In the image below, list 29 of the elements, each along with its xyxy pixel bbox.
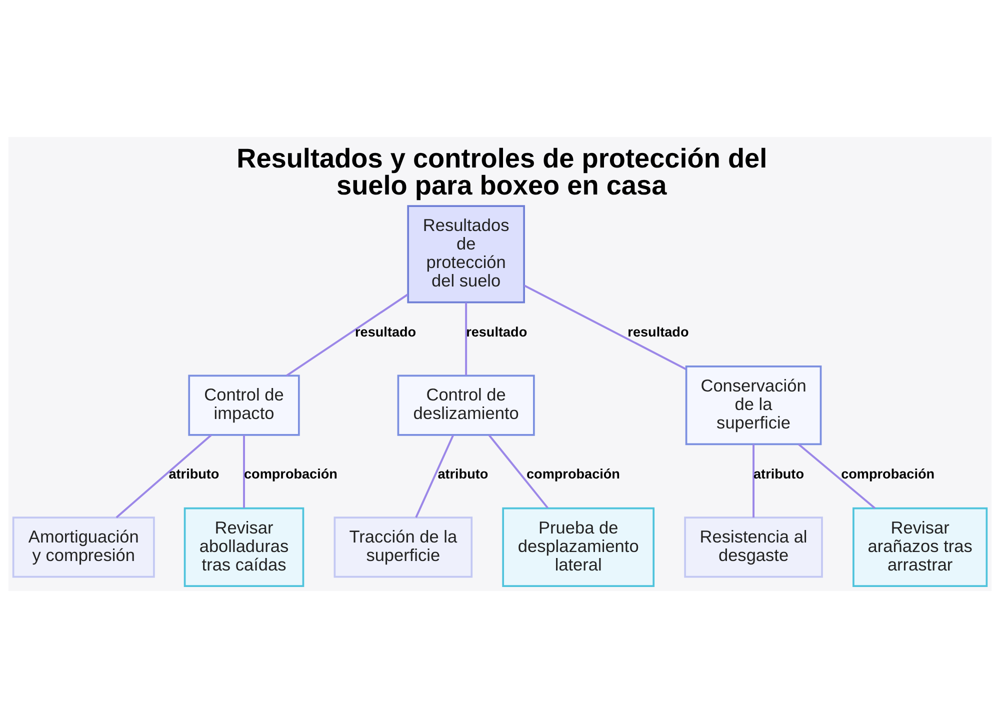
node-box: Resistencia al desgaste [684,516,823,578]
connector [752,444,755,518]
connector [465,302,468,376]
connector [243,435,245,508]
node-box: Revisar arañazos tras arrastrar [852,507,988,587]
connector [524,284,686,370]
node-box: Control de impacto [188,374,300,436]
edge-label: comprobación [244,466,338,482]
edge-label: resultado [355,324,416,340]
diagram-title: Resultados y controles de protección del suelo para boxeo en casa [236,142,768,200]
node-box: Amortiguación y compresión [12,516,155,578]
connector [488,434,548,509]
edge-label: comprobación [841,466,935,482]
connector [116,434,212,518]
edge-label: atributo [754,466,804,482]
node-box: Control de deslizamiento [397,374,535,436]
edge-label: resultado [628,324,689,340]
node-box: Revisar abolladuras tras caídas [184,507,304,587]
edge-label: atributo [438,466,488,482]
edge-label: atributo [168,466,220,482]
node-box: Conservación de la superficie [685,366,822,446]
edge-label: comprobación [526,466,620,482]
connector [415,434,454,518]
node-box: Resultados de protección del suelo [407,205,525,304]
node-box: Tracción de la superficie [334,516,473,578]
connector [286,294,408,376]
connector [798,444,876,509]
edge-label: resultado [466,324,528,340]
node-box: Prueba de desplazamiento lateral [502,507,655,587]
